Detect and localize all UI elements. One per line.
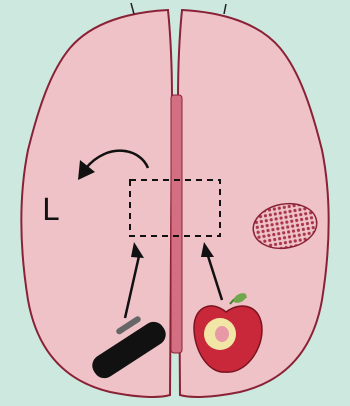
corpus-callosum [171, 95, 182, 353]
side-label: L [42, 193, 59, 228]
